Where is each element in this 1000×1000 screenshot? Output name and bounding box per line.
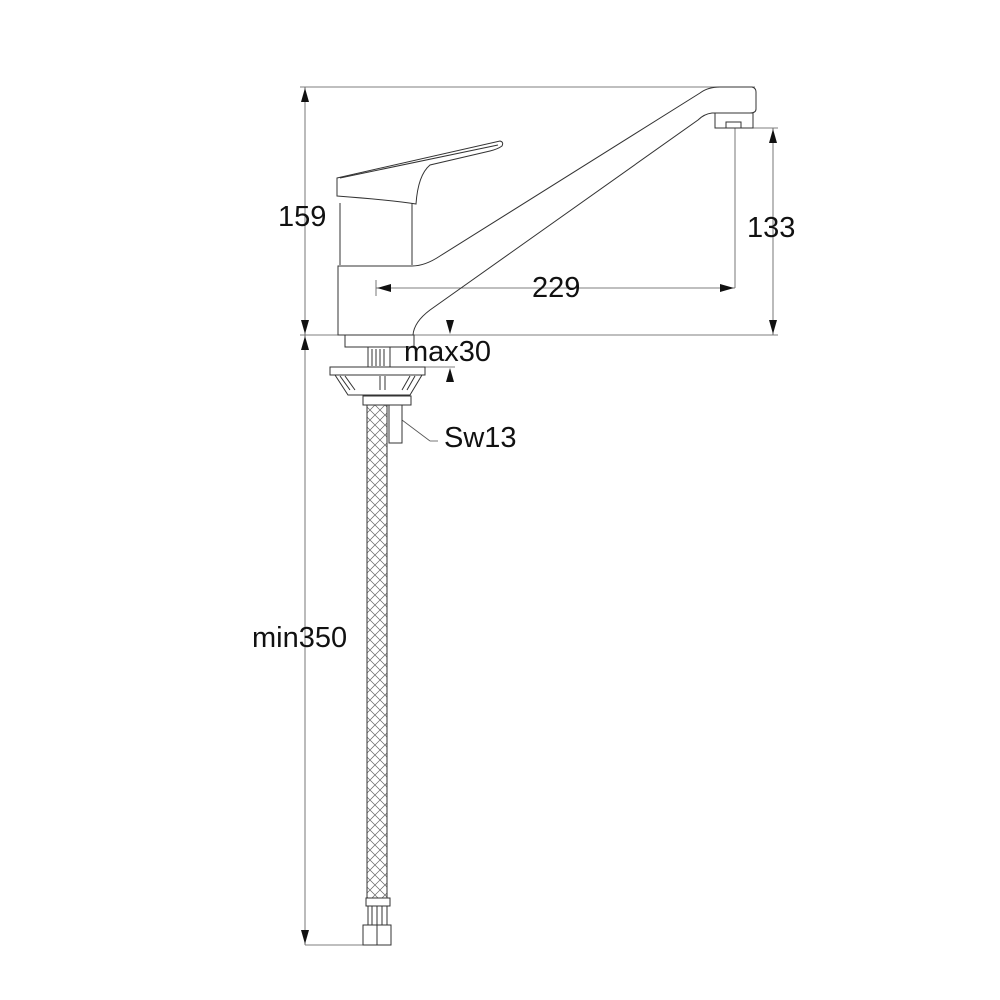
height-label: 159 <box>278 201 327 233</box>
dimension-arrows <box>301 88 777 944</box>
max-thickness-label: max30 <box>404 336 492 368</box>
spout-reach-label: 229 <box>532 272 581 304</box>
aerator <box>714 112 754 129</box>
hose-length-label: min350 <box>252 622 348 654</box>
spout-height-label: 133 <box>747 212 796 244</box>
lever-handle <box>336 140 504 205</box>
faucet-body <box>337 86 757 348</box>
flexible-hose <box>362 404 392 946</box>
wrench-size-label: Sw13 <box>444 422 517 454</box>
